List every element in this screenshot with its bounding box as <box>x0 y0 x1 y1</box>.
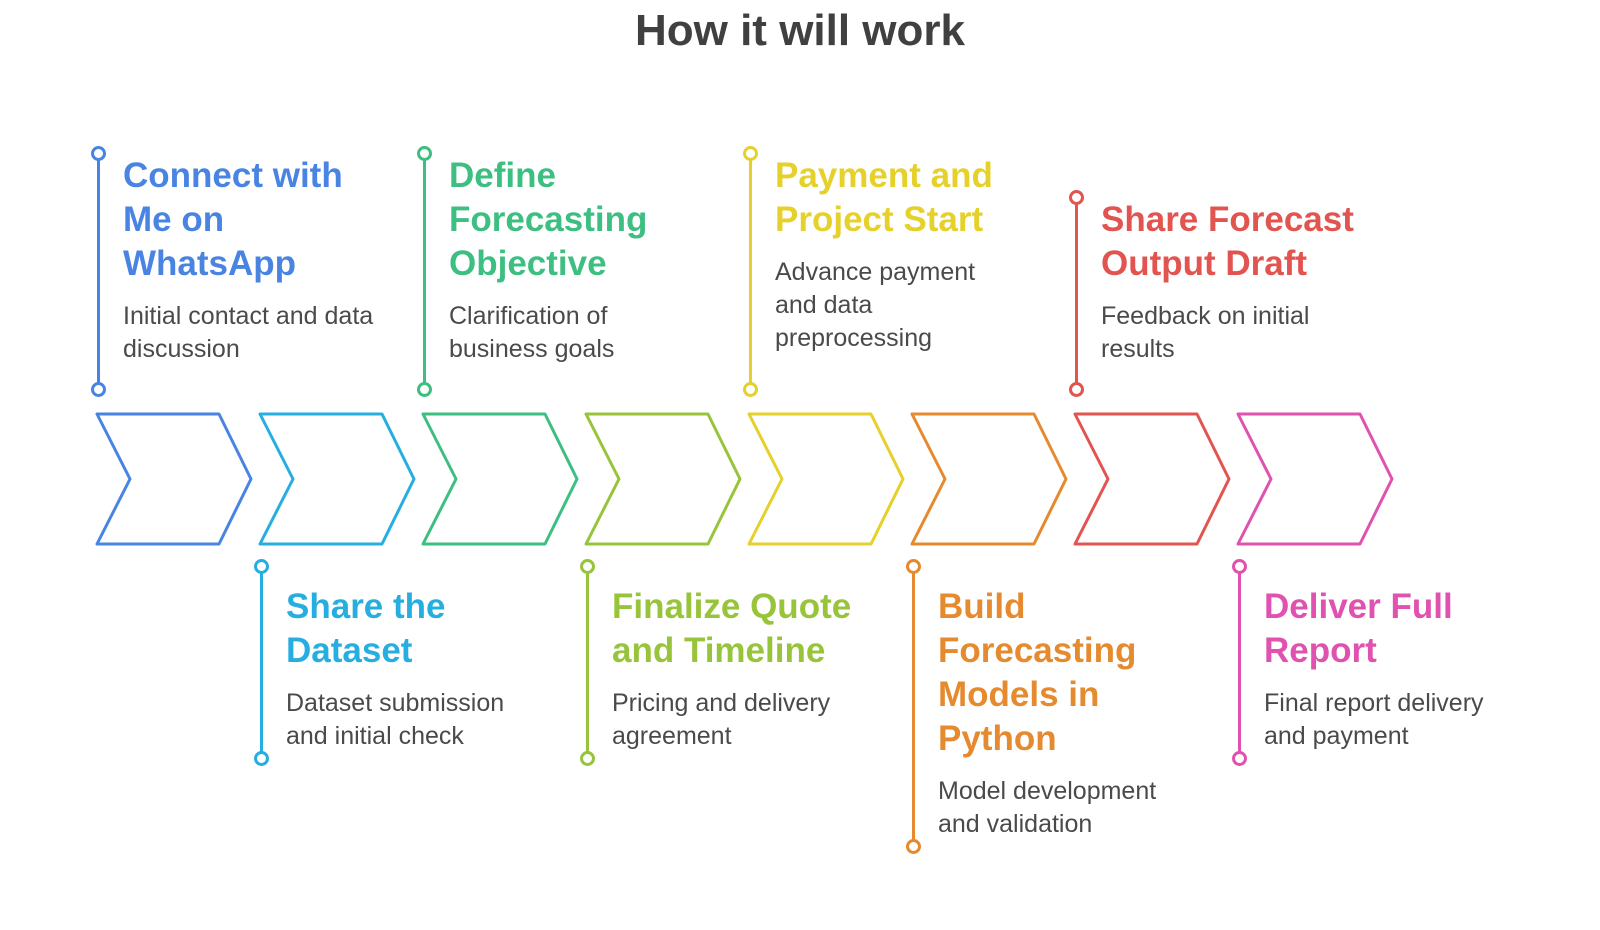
step-2-bottom-dot <box>254 751 269 766</box>
step-7-top-dot <box>1069 190 1084 205</box>
step-3-title: Define Forecasting Objective <box>449 156 648 283</box>
step-7-description: Feedback on initial results <box>1101 302 1310 363</box>
step-2-title: Share the Dataset <box>286 587 446 670</box>
step-3-description: Clarification of business goals <box>449 302 615 363</box>
step-1-bottom-dot <box>91 382 106 397</box>
step-5-title: Payment and Project Start <box>775 156 993 239</box>
step-1-title: Connect with Me on WhatsApp <box>123 156 343 283</box>
chevron-step-6 <box>910 412 1068 546</box>
step-4-title: Finalize Quote and Timeline <box>612 587 852 670</box>
step-8-title: Deliver Full Report <box>1264 587 1453 670</box>
step-4-bottom-dot <box>580 751 595 766</box>
step-2-description: Dataset submission and initial check <box>286 689 505 750</box>
step-3-bottom-dot <box>417 382 432 397</box>
chevron-step-3 <box>421 412 579 546</box>
step-8-bottom-dot <box>1232 751 1247 766</box>
step-4-top-dot <box>580 559 595 574</box>
chevron-step-5 <box>747 412 905 546</box>
step-6-title: Build Forecasting Models in Python <box>938 587 1137 758</box>
step-7-bottom-dot <box>1069 382 1084 397</box>
step-5-description: Advance payment and data preprocessing <box>775 258 976 352</box>
step-1-description: Initial contact and data discussion <box>123 302 374 363</box>
step-3-top-dot <box>417 146 432 161</box>
step-2-top-dot <box>254 559 269 574</box>
chevron-step-1 <box>95 412 253 546</box>
step-5-bottom-dot <box>743 382 758 397</box>
step-5-top-dot <box>743 146 758 161</box>
step-6-bottom-dot <box>906 839 921 854</box>
step-8-top-dot <box>1232 559 1247 574</box>
chevron-step-2 <box>258 412 416 546</box>
diagram-title: How it will work <box>634 6 966 55</box>
step-6-top-dot <box>906 559 921 574</box>
step-7-title: Share Forecast Output Draft <box>1101 200 1354 283</box>
step-1-top-dot <box>91 146 106 161</box>
chevron-step-7 <box>1073 412 1231 546</box>
step-6-description: Model development and validation <box>938 777 1157 838</box>
chevron-step-4 <box>584 412 742 546</box>
chevron-step-8 <box>1236 412 1394 546</box>
step-8-description: Final report delivery and payment <box>1264 689 1484 750</box>
step-4-description: Pricing and delivery agreement <box>612 689 831 750</box>
